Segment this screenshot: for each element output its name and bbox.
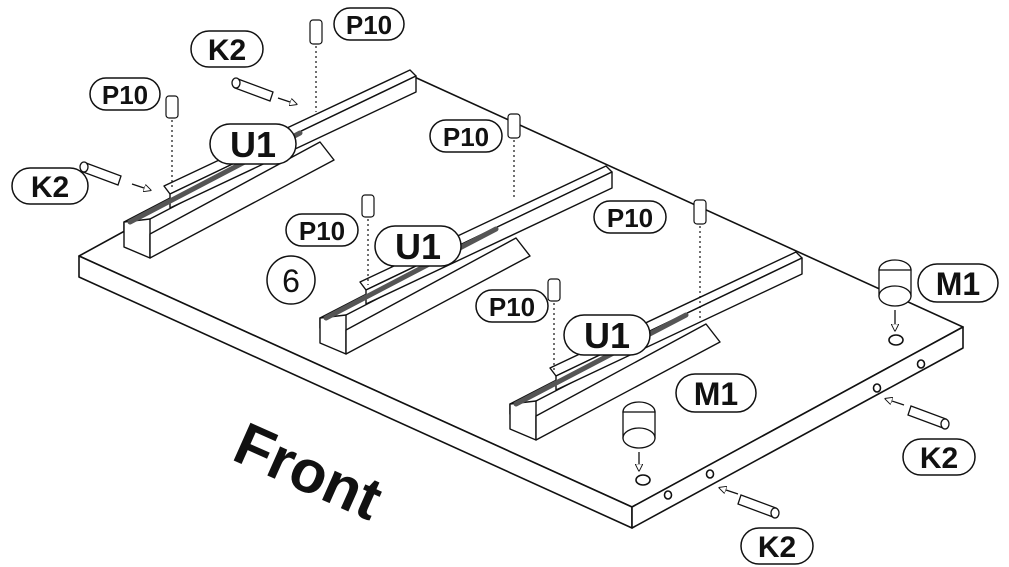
cam-locks bbox=[622, 259, 912, 470]
front-label: Front bbox=[225, 409, 392, 533]
screw-icon bbox=[165, 95, 179, 119]
dowel-icon bbox=[231, 77, 296, 104]
label-m1-text: M1 bbox=[694, 376, 738, 412]
label-p10: P10 bbox=[89, 77, 161, 111]
label-k2-text: K2 bbox=[920, 442, 958, 475]
label-p10-text: P10 bbox=[443, 122, 489, 152]
dowel-icon bbox=[886, 399, 950, 430]
cam-lock-icon bbox=[878, 259, 912, 330]
runner-u1-right bbox=[509, 251, 803, 441]
label-p10: P10 bbox=[333, 7, 405, 41]
label-k2: K2 bbox=[11, 167, 89, 205]
screw-icon bbox=[309, 19, 323, 45]
label-m1-text: M1 bbox=[936, 266, 980, 302]
label-u1: U1 bbox=[374, 225, 462, 267]
label-u1-text: U1 bbox=[584, 315, 630, 356]
label-m1: M1 bbox=[917, 263, 999, 303]
label-p10: P10 bbox=[429, 119, 503, 153]
screw-icon bbox=[507, 113, 521, 139]
screw-icon bbox=[547, 278, 561, 302]
dowel-icon bbox=[720, 488, 780, 519]
label-u1-text: U1 bbox=[395, 226, 441, 267]
label-p10-text: P10 bbox=[607, 203, 653, 233]
label-u1: U1 bbox=[563, 314, 651, 356]
label-p10-text: P10 bbox=[102, 80, 148, 110]
label-p10-text: P10 bbox=[299, 216, 345, 246]
runner-u1-middle bbox=[319, 165, 613, 355]
step-number: 6 bbox=[266, 255, 316, 305]
screws bbox=[165, 19, 707, 370]
screw-icon bbox=[693, 199, 707, 225]
dowel-icon bbox=[79, 161, 150, 190]
label-p10-text: P10 bbox=[489, 292, 535, 322]
label-k2: K2 bbox=[902, 438, 976, 476]
label-u1-text: U1 bbox=[230, 124, 276, 165]
label-m1: M1 bbox=[675, 373, 757, 413]
label-p10: P10 bbox=[285, 213, 359, 247]
label-p10-text: P10 bbox=[346, 10, 392, 40]
cam-lock-icon bbox=[622, 401, 656, 470]
label-k2: K2 bbox=[740, 527, 814, 565]
label-k2: K2 bbox=[190, 30, 264, 68]
label-p10: P10 bbox=[475, 289, 549, 323]
label-u1: U1 bbox=[209, 123, 297, 165]
label-k2-text: K2 bbox=[31, 171, 69, 204]
dowels bbox=[79, 77, 950, 519]
label-p10: P10 bbox=[593, 200, 667, 234]
label-k2-text: K2 bbox=[208, 34, 246, 67]
label-k2-text: K2 bbox=[758, 531, 796, 564]
step-number-text: 6 bbox=[282, 263, 300, 299]
screw-icon bbox=[361, 194, 375, 218]
